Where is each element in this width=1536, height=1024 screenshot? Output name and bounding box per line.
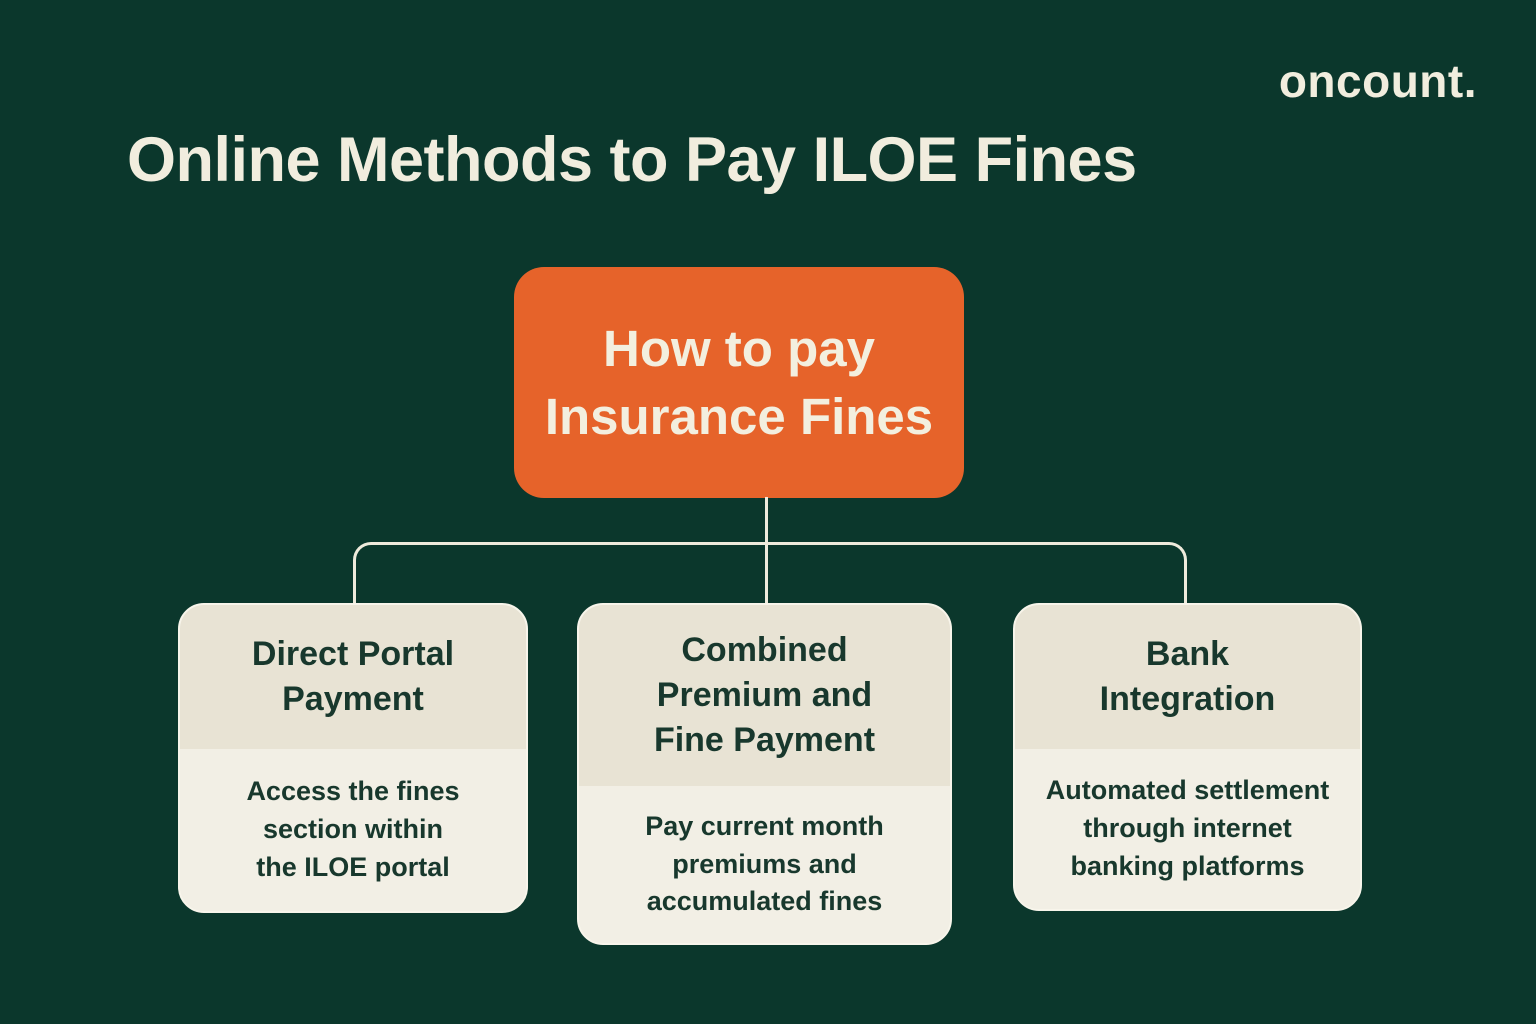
node-description: Automated settlement through internet ba… [1045,775,1330,881]
node-header: Bank Integration [1015,605,1360,749]
node-body: Pay current month premiums and accumulat… [579,786,950,943]
connector-bracket-line [353,542,1187,603]
node-body: Automated settlement through internet ba… [1015,749,1360,909]
page-title: Online Methods to Pay ILOE Fines [127,125,1137,195]
node-title: Combined Premium and Fine Payment [653,631,876,759]
brand-logo: oncount. [1278,55,1477,107]
node-direct-portal-payment: Direct Portal Payment Access the fines s… [178,603,528,913]
connector-center-line [765,497,768,603]
node-title: Bank Integration [1099,635,1276,718]
root-node-how-to-pay: How to pay Insurance Fines [514,267,964,498]
node-description: Access the fines section within the ILOE… [246,776,460,882]
node-combined-premium-fine-payment: Combined Premium and Fine Payment Pay cu… [577,603,952,945]
node-title: Direct Portal Payment [251,635,455,718]
node-header: Direct Portal Payment [180,605,526,749]
node-header: Combined Premium and Fine Payment [579,605,950,786]
node-bank-integration: Bank Integration Automated settlement th… [1013,603,1362,911]
node-body: Access the fines section within the ILOE… [180,749,526,911]
node-description: Pay current month premiums and accumulat… [645,810,884,917]
root-node-label: How to pay Insurance Fines [544,320,934,445]
